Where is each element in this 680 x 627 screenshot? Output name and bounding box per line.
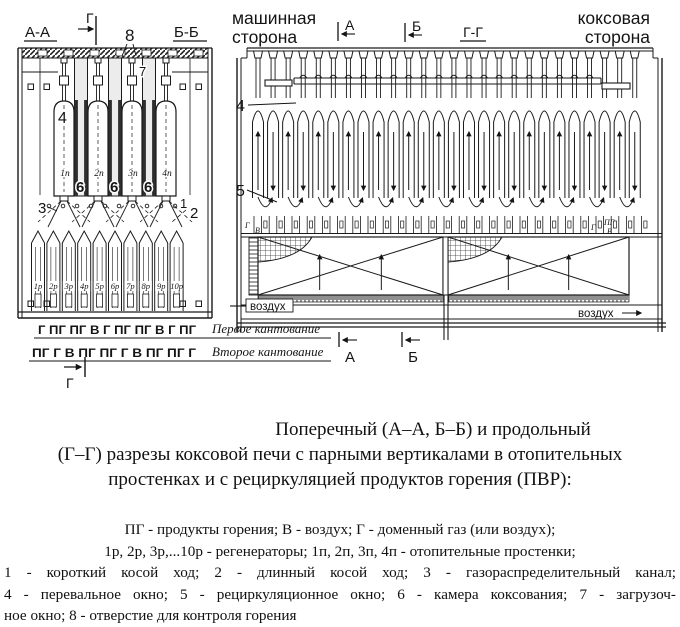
machine-side-label-1: машинная — [232, 8, 316, 28]
cross-section-linework: 1п 2п 3п 4п 1р 2р 3р 4р 5р 6р 7р 8р 9р 10р — [17, 47, 213, 319]
svg-text:1п: 1п — [60, 169, 70, 179]
air-label-left: воздух — [250, 301, 286, 313]
caption-legend-line: 4 - перевальное окно; 5 - рециркуляционн… — [4, 585, 676, 603]
leader-line — [47, 206, 58, 212]
leader-line — [132, 43, 137, 57]
caption-title-line: (Г–Г) разрезы коксовой печи с парными ве… — [57, 444, 623, 465]
figure-caption: Поперечный (А–А, Б–Б) и продольный (Г–Г)… — [0, 417, 680, 627]
flow-label-v-left: В — [255, 226, 260, 235]
svg-text:4р: 4р — [80, 281, 89, 291]
caption-legend: ПГ - продукты горения; В - воздух; Г - д… — [4, 519, 676, 627]
kantovanie-row2-label: Второе кантование — [212, 344, 324, 359]
callout-5: 5 — [236, 183, 245, 200]
section-label-gg: Г-Г — [463, 24, 483, 40]
svg-text:3р: 3р — [64, 281, 74, 291]
svg-text:7р: 7р — [126, 281, 135, 291]
callout-3: 3 — [38, 200, 46, 217]
flow-label-v-right: В — [607, 227, 612, 236]
callout-6-2: 6 — [110, 179, 118, 196]
section-mark-a-top: А — [345, 17, 355, 33]
caption-legend-line: 1р, 2р, 3р,...10р - регенераторы; 1п, 2п… — [104, 542, 576, 560]
svg-text:1р: 1р — [34, 281, 43, 291]
flow-label-pg-right: ПГ — [603, 218, 615, 227]
leader-line — [246, 189, 278, 203]
callout-4-left: 4 — [58, 110, 67, 127]
section-label-bb: Б-Б — [174, 24, 199, 41]
leader-line — [121, 43, 128, 57]
coke-side-label-1: коксовая — [578, 8, 650, 28]
caption-title: Поперечный (А–А, Б–Б) и продольный (Г–Г)… — [4, 417, 676, 492]
svg-text:2п: 2п — [94, 169, 104, 179]
caption-legend-line: ное окно; 8 - отверстие для контроля гор… — [4, 607, 297, 624]
caption-legend-line: ПГ - продукты горения; В - воздух; Г - д… — [124, 521, 556, 538]
coke-oven-figure: 1п 2п 3п 4п 1р 2р 3р 4р 5р 6р 7р 8р 9р 10р А-А Б-Б Г … — [17, 8, 666, 391]
section-mark-g-top: Г — [86, 10, 94, 26]
section-mark-a-bottom: А — [345, 349, 355, 366]
svg-text:10р: 10р — [170, 281, 183, 291]
flow-label-g-left: Г — [244, 221, 250, 230]
svg-text:9р: 9р — [157, 281, 166, 291]
kantovanie-row1-label: Первое кантование — [211, 321, 320, 336]
air-label-right: воздух — [578, 308, 614, 320]
callout-4-right: 4 — [236, 98, 245, 115]
machine-side-label-2: сторона — [232, 27, 297, 47]
svg-text:4п: 4п — [162, 169, 172, 179]
callout-8: 8 — [125, 26, 134, 45]
caption-legend-line: 1 - короткий косой ход; 2 - длинный косо… — [4, 564, 676, 581]
caption-title-line: Поперечный (А–А, Б–Б) и продольный — [275, 419, 591, 440]
caption-title-line: простенках и с рециркуляцией продуктов г… — [108, 469, 572, 490]
callout-6-1: 6 — [76, 179, 84, 196]
longitudinal-section-linework — [236, 47, 666, 340]
flow-label-g-right: Г — [590, 223, 596, 232]
kantovanie-row1-letters: Г ПГ ПГ В Г ПГ ПГ В Г ПГ — [38, 323, 196, 337]
callout-1: 1 — [180, 196, 187, 211]
svg-text:6р: 6р — [111, 281, 120, 291]
leader-line — [171, 209, 187, 223]
section-label-aa: А-А — [25, 24, 50, 41]
callout-6-3: 6 — [144, 179, 152, 196]
svg-text:5р: 5р — [95, 281, 104, 291]
section-mark-b-top: Б — [412, 18, 421, 34]
callout-7: 7 — [139, 64, 146, 79]
svg-text:2р: 2р — [49, 281, 58, 291]
callout-2: 2 — [190, 205, 198, 222]
svg-text:3п: 3п — [127, 169, 138, 179]
cross-section-diagram: 1п 2п 3п 4п 1р 2р 3р 4р 5р 6р 7р 8р 9р 10р А-А Б-Б Г … — [17, 10, 331, 391]
section-mark-b-bottom: Б — [408, 349, 418, 366]
leader-line — [247, 102, 297, 106]
section-mark-g-bottom: Г — [66, 375, 74, 391]
svg-text:8р: 8р — [142, 281, 151, 291]
figure-drawing: 1п 2п 3п 4п 1р 2р 3р 4р 5р 6р 7р 8р 9р 10р А-А Б-Б Г … — [17, 8, 666, 391]
kantovanie-row2-letters: ПГ Г В ПГ ПГ Г В ПГ ПГ Г — [32, 346, 196, 360]
coke-side-label-2: сторона — [585, 27, 650, 47]
longitudinal-section-diagram: машинная сторона коксовая сторона А Б Г-… — [230, 8, 666, 366]
